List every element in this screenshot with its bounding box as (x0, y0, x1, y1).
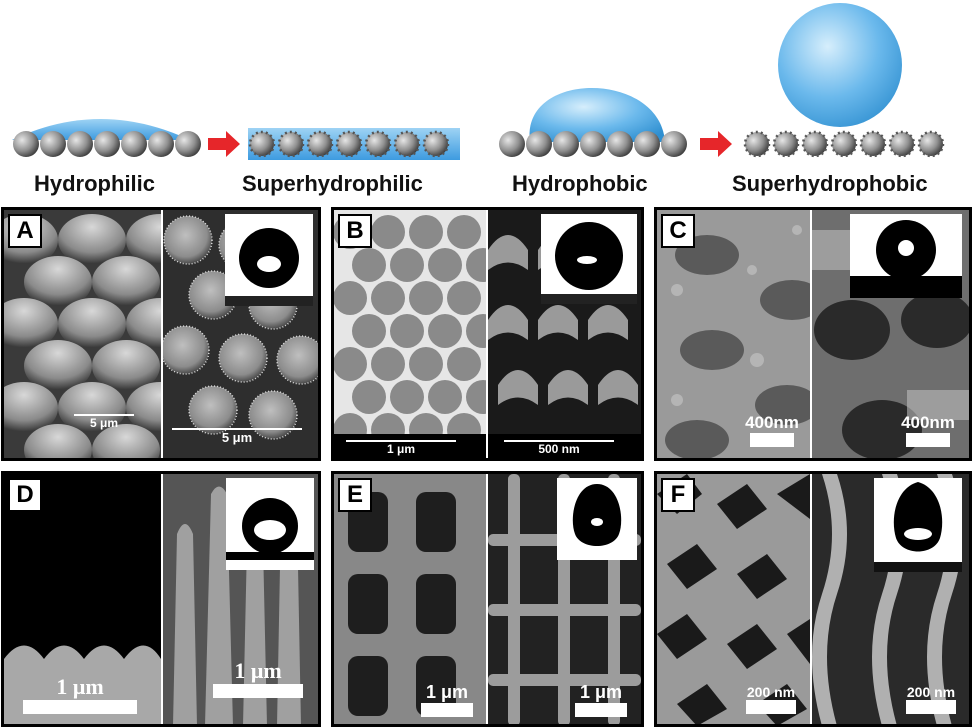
superhydrophobic-droplet (778, 3, 902, 127)
panel-b: B 1 μm 500 nm (331, 207, 644, 461)
panel-b-right-scale-bar: 500 nm (504, 440, 614, 456)
panel-c-left-image (657, 210, 810, 458)
panel-d: D 1 μm 1 μm (1, 471, 321, 727)
label-hydrophobic: Hydrophobic (512, 171, 648, 196)
panel-d-right-scale-bar: 1 μm (208, 658, 308, 698)
panel-e-right-scale-bar: 1 μm (568, 682, 634, 717)
panel-e: E 1 μm 1 μm (331, 471, 644, 727)
panel-f-right-scale-bar: 200 nm (899, 684, 963, 714)
panel-f-left-scale-bar: 200 nm (739, 684, 803, 714)
panel-e-left-image (334, 474, 486, 724)
panel-a-contact-angle-inset (225, 214, 313, 306)
arrow-icon (700, 131, 732, 157)
panel-a-left-scale-bar: 5 μm (74, 414, 134, 430)
panel-e-letter: E (338, 478, 372, 512)
hydrophilic-bead-row (13, 131, 201, 157)
hydrophobic-bead-row (499, 131, 687, 157)
panel-d-contact-angle-inset (226, 478, 314, 570)
panel-a: A 5 μm 5 μm (1, 207, 321, 461)
arrow-icon (208, 131, 240, 157)
panel-f: F 200 nm 200 nm (654, 471, 972, 727)
superhydrophobic-bead-row (743, 130, 945, 158)
panel-a-right-scale-bar: 5 μm (172, 428, 302, 445)
panel-a-letter: A (8, 214, 42, 248)
panel-c-left-scale-bar: 400nm (737, 413, 807, 447)
label-hydrophilic: Hydrophilic (34, 171, 156, 196)
panel-c-right-scale-bar: 400nm (893, 413, 963, 447)
panel-b-letter: B (338, 214, 372, 248)
panel-d-left-image (4, 474, 161, 724)
panel-d-left-scale-bar: 1 μm (20, 674, 140, 714)
wetting-schematic (12, 3, 945, 160)
panel-a-left-image (4, 210, 161, 458)
panel-c: C 400nm 400nm (654, 207, 972, 461)
panel-c-letter: C (661, 214, 695, 248)
panel-b-contact-angle-inset (541, 214, 637, 304)
superhydrophilic-bead-row (248, 130, 450, 158)
panel-d-letter: D (8, 478, 42, 512)
panel-c-contact-angle-inset (850, 214, 962, 298)
panel-b-left-scale-bar: 1 μm (346, 440, 456, 456)
hydrophobic-droplet (529, 88, 665, 142)
label-superhydrophilic: Superhydrophilic (242, 171, 423, 196)
panel-e-contact-angle-inset (557, 478, 637, 560)
panel-e-left-scale-bar: 1 μm (414, 682, 480, 717)
panel-f-left-image (657, 474, 810, 724)
label-superhydrophobic: Superhydrophobic (732, 171, 928, 196)
panel-f-contact-angle-inset (874, 478, 962, 572)
panel-f-letter: F (661, 478, 695, 512)
panel-b-left-image (334, 210, 486, 458)
